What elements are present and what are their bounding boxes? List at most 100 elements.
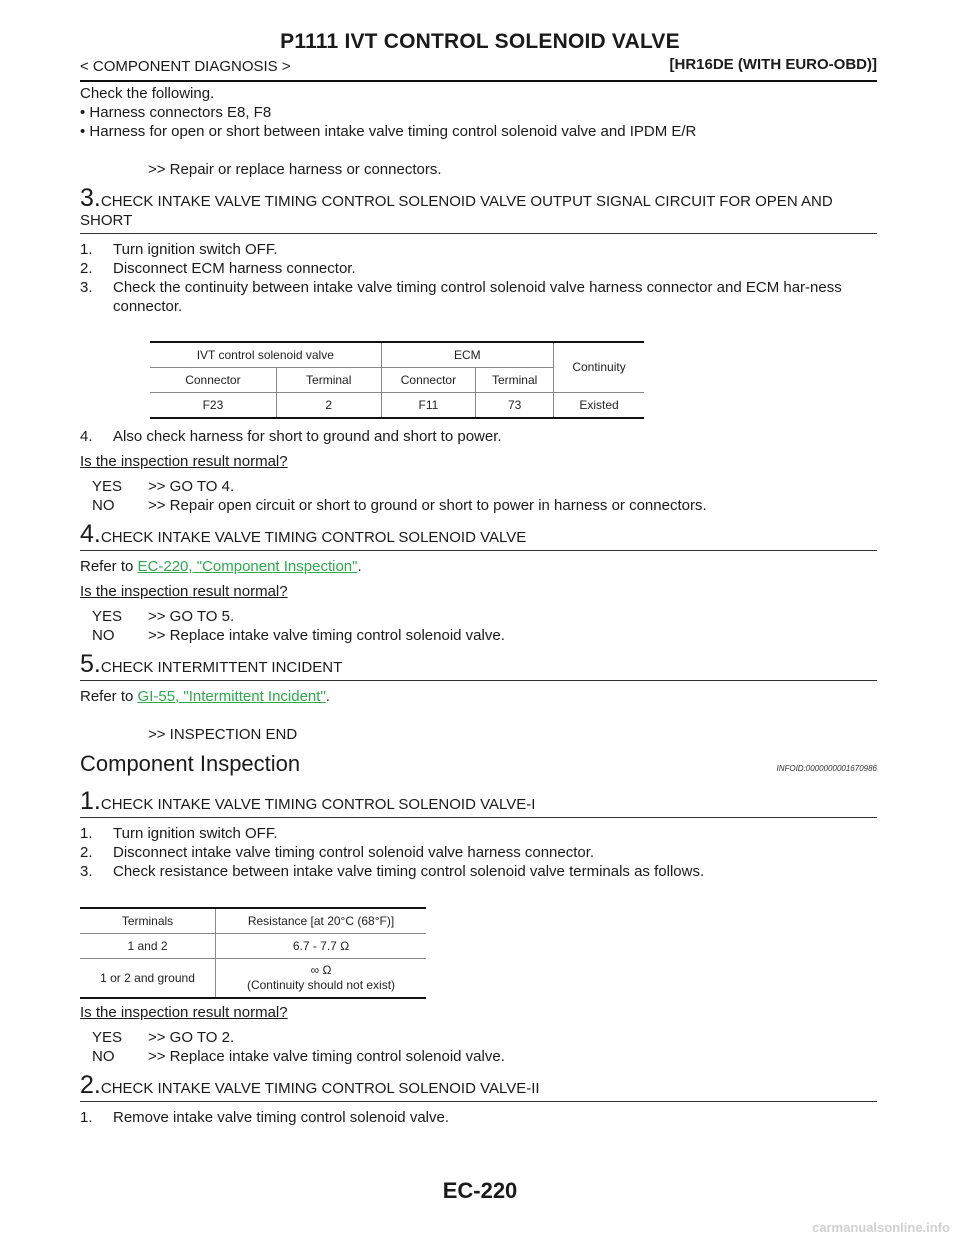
item-number: 1.	[80, 825, 93, 842]
intro-repair: >> Repair or replace harness or connecto…	[148, 161, 442, 178]
step-number: 5.	[80, 650, 101, 678]
step-3-list-cont: 4. Also check harness for short to ground…	[80, 427, 877, 446]
step-number: 1.	[80, 787, 101, 815]
comp-step-2-list: 1. Remove intake valve timing control sol…	[80, 1108, 877, 1127]
comp-step-1-list: 1. Turn ignition switch OFF. 2. Disconnect…	[80, 824, 877, 881]
table-header-terminal: Terminal	[475, 367, 554, 393]
list-item: 2. Disconnect intake valve timing control…	[80, 843, 877, 862]
component-inspection-heading: Component Inspection INFOID:000000000167…	[80, 751, 877, 778]
page-content: Check the following. • Harness connector…	[80, 84, 877, 1127]
step-number: 4.	[80, 520, 101, 548]
item-number: 4.	[80, 428, 93, 445]
no-label: NO	[92, 627, 115, 644]
table-cell: Existed	[553, 392, 644, 419]
table-header-connector: Connector	[150, 367, 277, 393]
model-label: [HR16DE (WITH EURO-OBD)]	[669, 56, 878, 73]
refer-line: Refer to EC-220, "Component Inspection".	[80, 557, 877, 576]
yes-action: >> GO TO 2.	[148, 1029, 235, 1046]
yes-label: YES	[92, 1029, 123, 1046]
step-title: CHECK INTERMITTENT INCIDENT	[100, 659, 343, 676]
table-header-connector: Connector	[380, 367, 476, 393]
header-rule	[80, 80, 877, 82]
item-number: 2.	[80, 260, 93, 277]
page-title: P1111 IVT CONTROL SOLENOID VALVE	[280, 30, 680, 53]
table-cell: 6.7 - 7.7 Ω	[215, 933, 426, 959]
page-number: EC-220	[442, 1178, 518, 1203]
step-number: 2.	[80, 1071, 101, 1099]
table-header-terminals: Terminals	[80, 907, 216, 934]
yes-no-block: YES>> GO TO 4. NO>> Repair open circuit …	[80, 477, 877, 515]
table-row: 1 and 2 6.7 - 7.7 Ω	[80, 933, 426, 959]
yes-label: YES	[92, 608, 123, 625]
inspection-question: Is the inspection result normal?	[80, 583, 288, 600]
step-title: CHECK INTAKE VALVE TIMING CONTROL SOLENO…	[100, 1080, 540, 1097]
continuity-note: (Continuity should not exist)	[246, 978, 396, 992]
list-item: 1. Turn ignition switch OFF.	[80, 824, 877, 843]
inspection-question: Is the inspection result normal?	[80, 453, 288, 470]
inspection-question: Is the inspection result normal?	[80, 1004, 288, 1021]
table-cell: F23	[150, 392, 277, 419]
table-cell: 1 or 2 and ground	[80, 958, 216, 999]
info-id: INFOID:0000000001670986	[776, 764, 877, 773]
refer-dot: .	[357, 558, 362, 575]
refer-text: Refer to	[80, 688, 138, 705]
yes-action: >> GO TO 5.	[148, 608, 235, 625]
yes-no-block: YES >> GO TO 5. NO >> Replace intake valve…	[80, 607, 877, 645]
resistance-infinite: ∞ Ω	[310, 963, 332, 977]
step-5-heading: 5.CHECK INTERMITTENT INCIDENT	[80, 650, 877, 681]
table-cell: 73	[475, 392, 554, 419]
table-row: F23 2 F11 73 Existed	[150, 392, 644, 419]
table-cell: F11	[380, 392, 476, 419]
comp-step-1-heading: 1.CHECK INTAKE VALVE TIMING CONTROL SOLE…	[80, 787, 877, 818]
item-number: 1.	[80, 1109, 93, 1126]
table-cell: 1 and 2	[80, 933, 216, 959]
component-inspection-link[interactable]: EC-220, "Component Inspection"	[137, 558, 358, 575]
intermittent-incident-link[interactable]: GI-55, "Intermittent Incident"	[137, 688, 326, 705]
item-text: Turn ignition switch OFF.	[113, 825, 278, 842]
comp-step-2-heading: 2.CHECK INTAKE VALVE TIMING CONTROL SOLE…	[80, 1071, 877, 1102]
table-header-continuity: Continuity	[553, 341, 644, 393]
table-header-ecm: ECM	[380, 341, 554, 368]
table-cell: 2	[275, 392, 382, 419]
yes-no-block: YES >> GO TO 2. NO >> Replace intake valve…	[80, 1028, 877, 1066]
step-title: CHECK INTAKE VALVE TIMING CONTROL SOLENO…	[80, 193, 833, 229]
item-number: 1.	[80, 241, 93, 258]
table-header-ivt: IVT control solenoid valve	[150, 341, 382, 368]
step-3-list: 1. Turn ignition switch OFF. 2. Disconnect…	[80, 240, 877, 316]
item-text: Disconnect ECM harness connector.	[113, 260, 356, 277]
yes-label: YES	[92, 478, 123, 495]
step-3-heading: 3.CHECK INTAKE VALVE TIMING CONTROL SOLE…	[80, 184, 877, 234]
section-label: < COMPONENT DIAGNOSIS >	[80, 58, 291, 75]
step-title: CHECK INTAKE VALVE TIMING CONTROL SOLENO…	[100, 529, 527, 546]
refer-dot: .	[325, 688, 330, 705]
item-text: Also check harness for short to ground a…	[113, 428, 502, 445]
item-text: Turn ignition switch OFF.	[113, 241, 278, 258]
list-item: 3. Check the continuity between intake va…	[80, 278, 877, 316]
no-action: >> Repair open circuit or short to groun…	[148, 497, 707, 514]
item-text: Check the continuity between intake valv…	[113, 279, 842, 315]
refer-line: Refer to GI-55, "Intermittent Incident".	[80, 687, 877, 706]
table-header-resistance: Resistance [at 20°C (68°F)]	[215, 907, 426, 934]
item-number: 3.	[80, 863, 93, 880]
table-row: 1 or 2 and ground ∞ Ω (Continuity should…	[80, 958, 426, 999]
table-cell: ∞ Ω (Continuity should not exist)	[215, 958, 426, 999]
item-text: Remove intake valve timing control solen…	[113, 1109, 449, 1126]
intro-check: Check the following.	[80, 85, 215, 102]
refer-text: Refer to	[80, 558, 138, 575]
list-item: 4. Also check harness for short to ground…	[80, 427, 877, 446]
intro-bullet-1: • Harness connectors E8, F8	[80, 104, 272, 121]
item-number: 3.	[80, 279, 93, 296]
table-header-terminal: Terminal	[275, 367, 382, 393]
no-label: NO	[92, 497, 115, 514]
item-text: Check resistance between intake valve ti…	[113, 863, 705, 880]
no-action: >> Replace intake valve timing control s…	[148, 627, 505, 644]
no-label: NO	[92, 1048, 115, 1065]
item-number: 2.	[80, 844, 93, 861]
section-heading: Component Inspection	[80, 751, 301, 776]
watermark: carmanualsonline.info	[812, 1220, 950, 1235]
step-title: CHECK INTAKE VALVE TIMING CONTROL SOLENO…	[100, 796, 536, 813]
list-item: 2. Disconnect ECM harness connector.	[80, 259, 877, 278]
step-number: 3.	[80, 184, 101, 212]
item-text: Disconnect intake valve timing control s…	[113, 844, 595, 861]
no-action: >> Replace intake valve timing control s…	[148, 1048, 505, 1065]
